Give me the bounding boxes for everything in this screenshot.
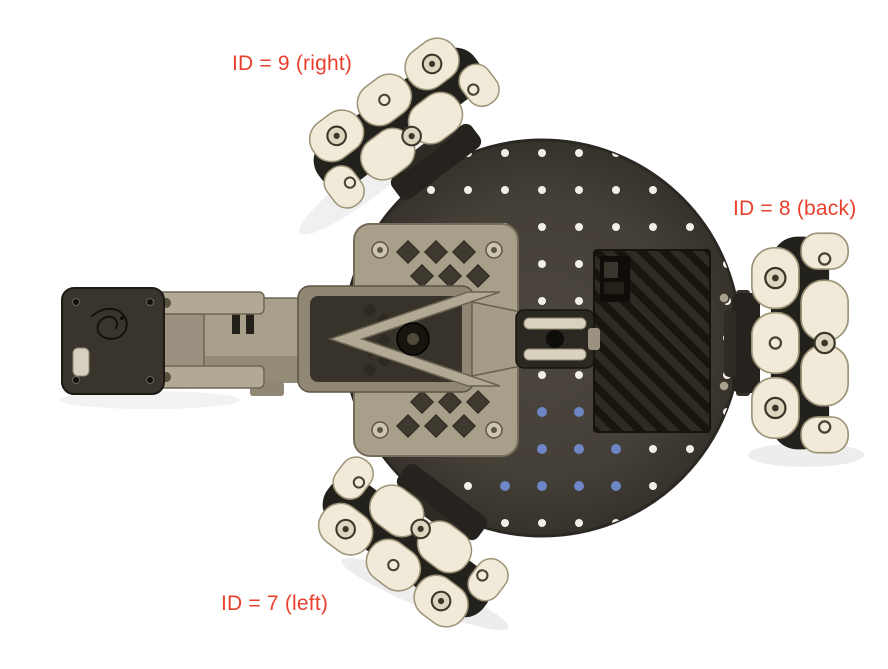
electronics-module xyxy=(593,249,711,433)
robot-arm xyxy=(61,285,600,396)
omni-wheel-back xyxy=(750,232,850,454)
annotation-wheel-back: ID = 8 (back) xyxy=(733,197,857,220)
gripper-plate xyxy=(61,287,165,395)
annotation-wheel-right: ID = 9 (right) xyxy=(232,52,353,75)
end-mechanism xyxy=(515,309,600,369)
annotation-wheel-left: ID = 7 (left) xyxy=(221,592,329,615)
gripper xyxy=(61,287,265,395)
emblem-engraving xyxy=(91,307,128,340)
arm-housing xyxy=(297,285,501,393)
corner-screws xyxy=(371,241,503,439)
